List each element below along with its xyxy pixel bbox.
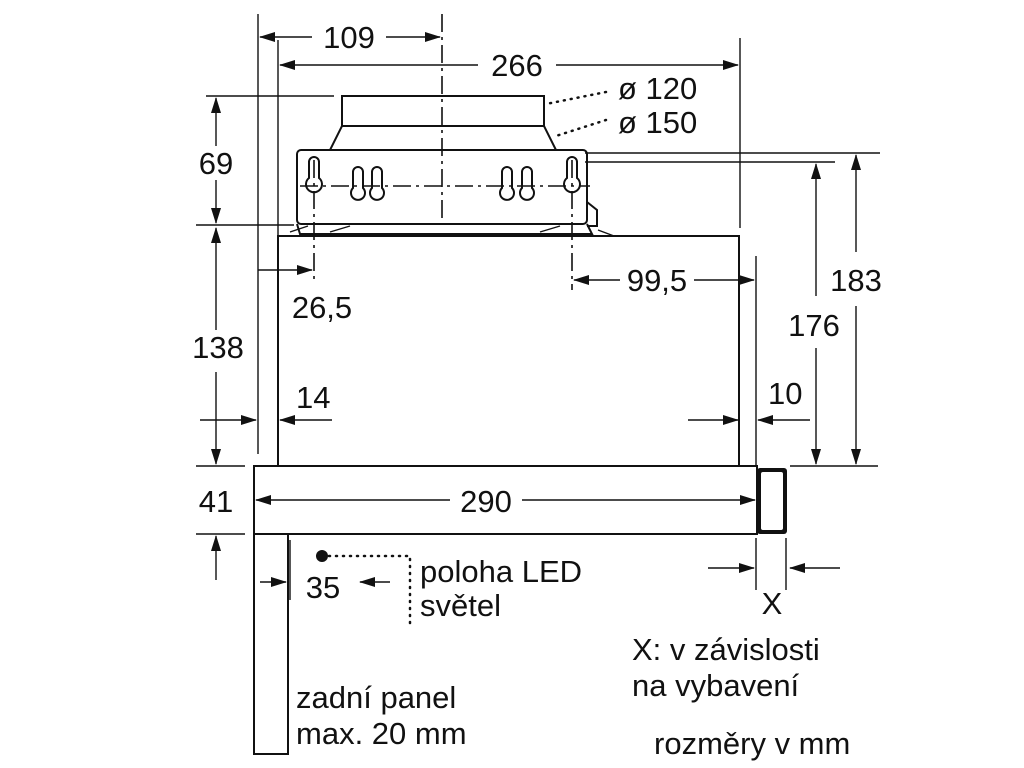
dimension-labels: 109 266 ø 120 ø 150 69 26,5 99,5 183 176… [192, 20, 882, 621]
center-lines [300, 14, 590, 290]
x-note-line1: X: v závislosti [632, 632, 820, 667]
dim-35: 35 [306, 570, 340, 605]
dim-d120: ø 120 [618, 71, 697, 106]
keyhole-right-b [519, 166, 535, 201]
x-note-line2: na vybavení [632, 668, 800, 703]
keyhole-slots [305, 156, 581, 201]
led-position-dot [316, 550, 328, 562]
dim-176: 176 [788, 308, 840, 343]
dim-290: 290 [460, 484, 512, 519]
leader-lines [316, 90, 608, 626]
base-feet [289, 225, 615, 237]
dim-183: 183 [830, 263, 882, 298]
keyhole-left-b [369, 166, 385, 201]
led-label-line2: světel [420, 588, 501, 623]
dim-10: 10 [768, 376, 802, 411]
hood-outline [253, 95, 787, 755]
housing-bump [586, 201, 598, 227]
dim-d150: ø 150 [618, 105, 697, 140]
dim-266: 266 [491, 48, 543, 83]
dim-41: 41 [199, 484, 233, 519]
dim-x: X [762, 586, 783, 621]
trim-strip-inner [761, 472, 783, 530]
dim-26-5: 26,5 [292, 290, 352, 325]
keyhole-right-a [499, 166, 515, 201]
dim-99-5: 99,5 [627, 263, 687, 298]
led-label-line1: poloha LED [420, 554, 582, 589]
duct-collar [341, 95, 545, 127]
dim-14: 14 [296, 380, 330, 415]
dimension-arrows [200, 32, 861, 587]
keyhole-left-a [350, 166, 366, 201]
leader-d150 [554, 118, 608, 138]
dim-69: 69 [199, 146, 233, 181]
rear-panel [253, 533, 289, 755]
annotations: poloha LED světel X: v závislosti na vyb… [296, 554, 850, 761]
units-note: rozměry v mm [654, 726, 850, 761]
leader-led [320, 554, 412, 626]
rear-panel-label-line1: zadní panel [296, 680, 456, 715]
dim-109: 109 [323, 20, 375, 55]
duct-cone [328, 125, 558, 151]
dim-138: 138 [192, 330, 244, 365]
keyhole-right-outer [563, 156, 581, 194]
leader-d120 [544, 90, 608, 106]
keyhole-left-outer [305, 156, 323, 194]
extension-lines [196, 14, 880, 600]
rear-panel-label-line2: max. 20 mm [296, 716, 467, 751]
